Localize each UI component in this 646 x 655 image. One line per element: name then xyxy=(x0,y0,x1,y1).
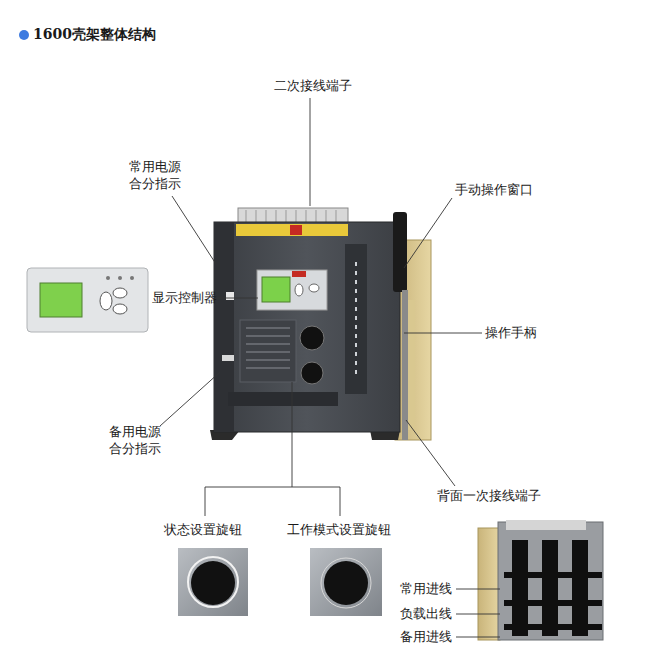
controller-inset xyxy=(27,268,148,332)
part-label: 工作模式设置旋钮 xyxy=(287,522,391,539)
knob-inset xyxy=(178,548,382,616)
part-label: 状态设置旋钮 xyxy=(164,522,242,539)
part-label: 显示控制器 xyxy=(152,290,217,307)
leader-lines xyxy=(160,98,500,637)
part-label: 背面一次接线端子 xyxy=(437,488,541,505)
title-dot xyxy=(19,30,29,40)
rear-view xyxy=(478,520,603,640)
part-label: 备用电源 合分指示 xyxy=(107,424,163,458)
part-label: 备用进线 xyxy=(400,629,452,646)
part-label: 负载出线 xyxy=(400,606,452,623)
part-label: 常用电源 合分指示 xyxy=(127,159,183,193)
breaker-body xyxy=(210,208,431,440)
part-label: 常用进线 xyxy=(400,581,452,598)
part-label: 操作手柄 xyxy=(485,325,537,342)
part-label: 手动操作窗口 xyxy=(455,182,533,199)
figure-title: 1600壳架整体结构 xyxy=(33,26,156,44)
part-label: 二次接线端子 xyxy=(274,78,352,95)
